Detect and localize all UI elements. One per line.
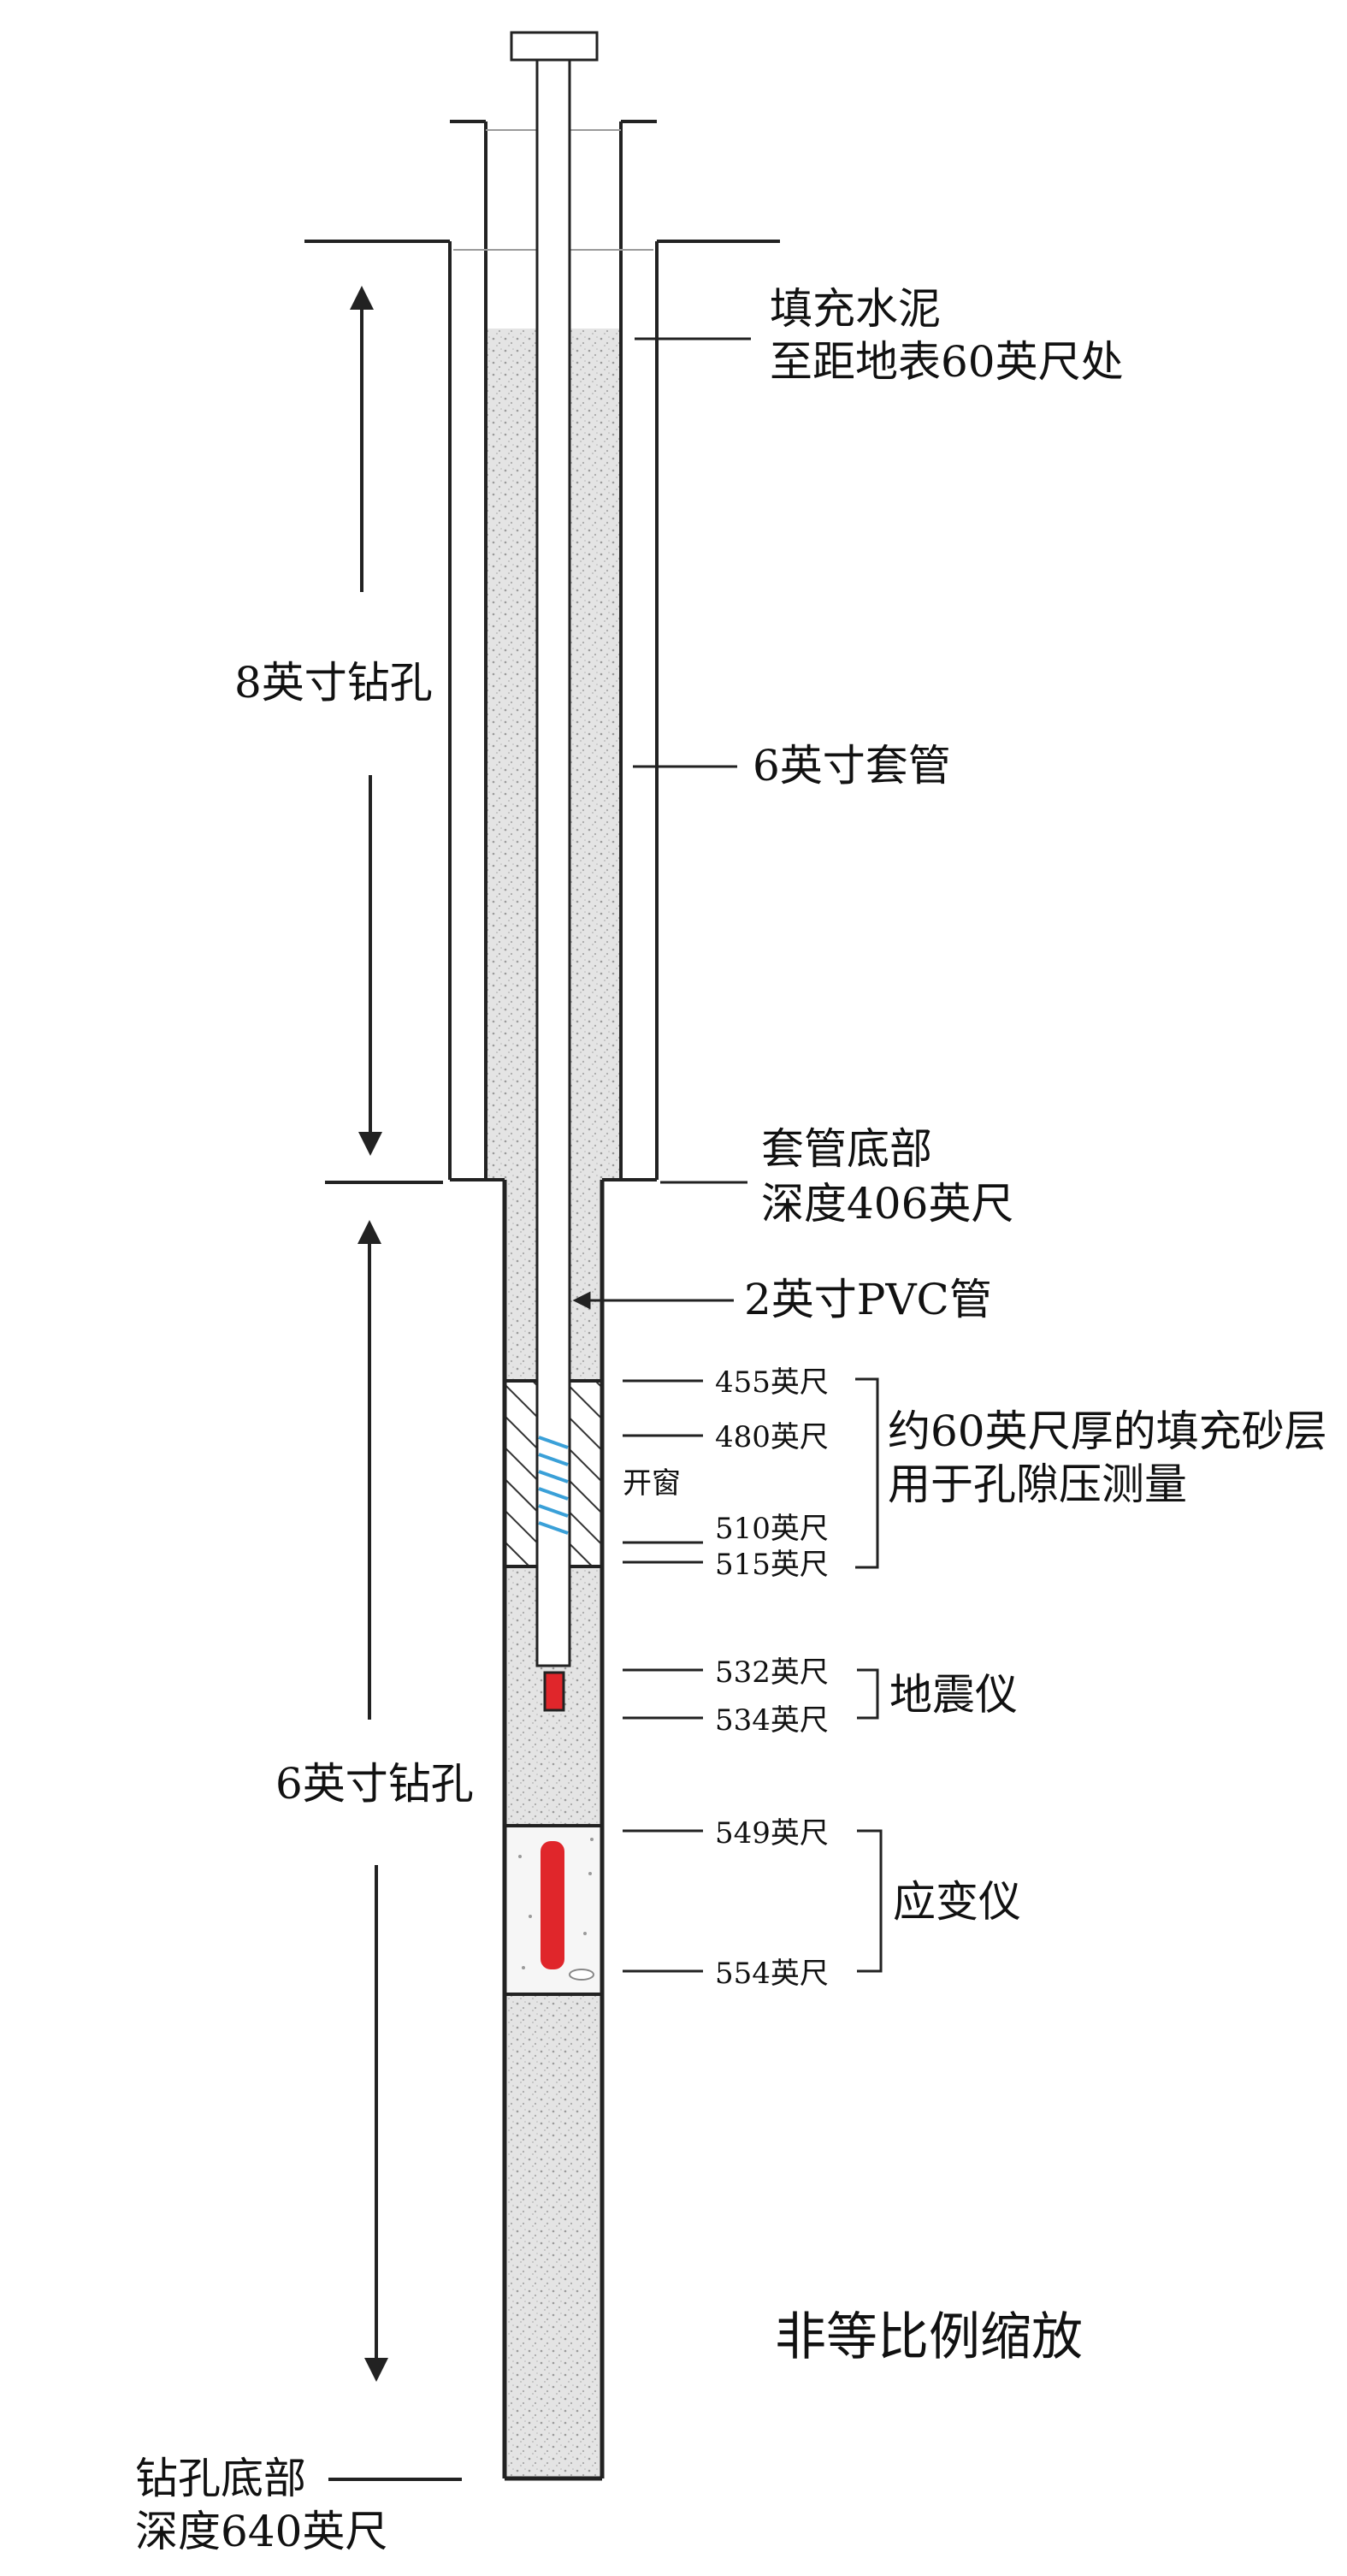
label-depth-515: 515英尺	[715, 1548, 829, 1582]
label-depth-549: 549英尺	[715, 1816, 829, 1851]
label-depth-554: 554英尺	[715, 1957, 829, 1991]
label-window: 开窗	[623, 1466, 681, 1501]
label-depth-480: 480英尺	[715, 1420, 829, 1454]
label-not-to-scale: 非等比例缩放	[775, 2307, 1083, 2367]
label-strainmeter: 应变仪	[893, 1877, 1021, 1927]
label-depth-510: 510英尺	[715, 1512, 829, 1546]
strainmeter-icon	[541, 1841, 564, 1969]
label-depth-455: 455英尺	[715, 1365, 829, 1400]
bracket-strainmeter	[857, 1829, 883, 1973]
label-bottom-line1: 钻孔底部	[135, 2454, 306, 2503]
strainmeter-plug	[569, 1969, 594, 1981]
label-casing-bottom-line1: 套管底部	[761, 1124, 932, 1174]
label-casing-6: 6英寸套管	[753, 741, 951, 791]
label-seismometer: 地震仪	[889, 1670, 1018, 1720]
label-sand-line2: 用于孔隙压测量	[888, 1460, 1187, 1509]
strainmeter-speckles	[518, 1838, 594, 1969]
label-pvc: 2英寸PVC管	[744, 1275, 992, 1324]
label-cement-line1: 填充水泥	[770, 284, 941, 334]
cement-fill-bottom	[505, 1994, 602, 2478]
label-sand-line1: 约60英尺厚的填充砂层	[888, 1406, 1327, 1456]
seismometer-icon	[543, 1671, 565, 1712]
label-bottom-line2: 深度640英尺	[135, 2507, 387, 2556]
pvc-screen-coil	[538, 1436, 569, 1535]
pvc-pipe	[535, 56, 571, 1667]
label-cement-line2: 至距地表60英尺处	[770, 337, 1124, 387]
pvc-cap	[510, 31, 599, 62]
label-depth-534: 534英尺	[715, 1703, 829, 1738]
label-casing-bottom-line2: 深度406英尺	[761, 1179, 1013, 1229]
bracket-sand	[855, 1377, 879, 1569]
bracket-seismometer	[857, 1668, 879, 1720]
label-borehole-8: 8英寸钻孔	[234, 658, 433, 708]
label-depth-532: 532英尺	[715, 1655, 829, 1690]
label-borehole-6: 6英寸钻孔	[275, 1759, 474, 1809]
